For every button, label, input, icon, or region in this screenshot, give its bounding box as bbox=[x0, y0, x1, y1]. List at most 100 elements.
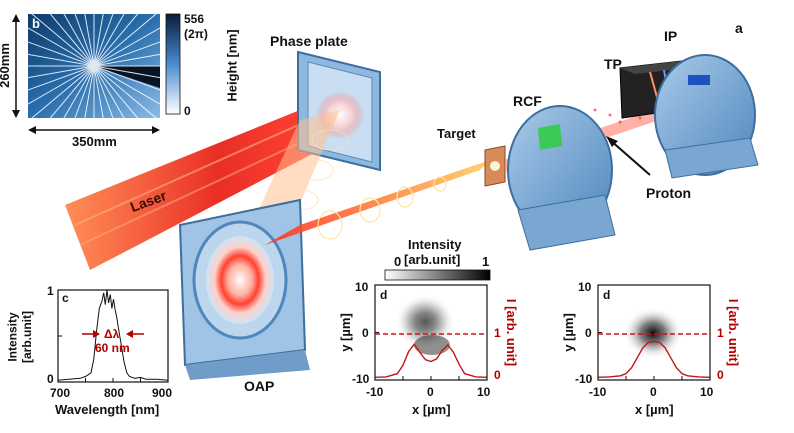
colorbar-min: 0 bbox=[184, 104, 191, 118]
phase-ray bbox=[93, 65, 125, 118]
dr-right-tick-0: 0 bbox=[717, 368, 724, 382]
oap-label: OAP bbox=[244, 378, 275, 394]
phase-ray bbox=[93, 65, 160, 79]
phase-ray bbox=[93, 14, 157, 67]
oap-mirror bbox=[178, 198, 310, 380]
intensity-min: 0 bbox=[394, 254, 402, 269]
phase-plate-label: Phase plate bbox=[270, 33, 348, 49]
spectrum-xlabel: Wavelength [nm] bbox=[55, 402, 160, 417]
phase-ray bbox=[31, 65, 95, 118]
intensity-max: 1 bbox=[482, 254, 490, 269]
dr-ytick-10: 10 bbox=[578, 280, 592, 294]
dr-right-tick-1: 1 bbox=[717, 326, 724, 340]
dr-xlabel: x [µm] bbox=[635, 402, 674, 417]
setup-illustration bbox=[65, 50, 759, 380]
proton-label: Proton bbox=[646, 185, 692, 201]
colorbar-max-sub: (2π) bbox=[184, 27, 208, 41]
dr-right-label: I [arb. unit] bbox=[726, 298, 742, 367]
spectrum-ytick-1: 1 bbox=[47, 284, 54, 298]
phase-ray bbox=[93, 53, 160, 67]
rcf-detector bbox=[507, 105, 616, 251]
ip-detector bbox=[654, 54, 759, 179]
dl-right-label: I [arb. unit] bbox=[504, 298, 520, 367]
tp-label: TP bbox=[604, 56, 622, 72]
panel-c-letter: c bbox=[62, 291, 69, 305]
dl-right-tick-1: 1 bbox=[494, 326, 501, 340]
phase-ray bbox=[84, 65, 95, 118]
phase-ray bbox=[28, 41, 95, 67]
fwhm-value: 60 nm bbox=[95, 341, 130, 355]
phase-ray bbox=[84, 14, 95, 67]
phase-ray bbox=[93, 65, 157, 118]
phase-ray bbox=[93, 65, 160, 105]
phase-ray bbox=[93, 14, 125, 67]
colorbar-max: 556 bbox=[184, 12, 205, 26]
dr-xtick-10: 10 bbox=[700, 385, 714, 399]
phase-ray bbox=[93, 65, 160, 91]
dimension-height: 260mm bbox=[0, 43, 12, 88]
rcf-label: RCF bbox=[513, 93, 542, 109]
ip-label: IP bbox=[664, 28, 678, 44]
target-foil bbox=[484, 145, 506, 187]
dr-ytick-m10: -10 bbox=[575, 372, 593, 386]
spectrum-ylabel-1: Intensity bbox=[5, 312, 20, 362]
dr-xtick-0: 0 bbox=[650, 385, 657, 399]
phase-ray bbox=[49, 14, 95, 67]
dimension-width: 350mm bbox=[72, 134, 117, 149]
dl-xtick-0: 0 bbox=[427, 385, 434, 399]
panel-c bbox=[57, 289, 169, 383]
phase-ray bbox=[28, 65, 95, 79]
dl-ytick-m10: -10 bbox=[352, 372, 370, 386]
phase-ray bbox=[28, 27, 95, 67]
panel-d-right-letter: d bbox=[603, 288, 611, 302]
dl-right-tick-0: 0 bbox=[494, 368, 501, 382]
dl-ytick-0: 0 bbox=[362, 326, 369, 340]
intensity-title-1: Intensity bbox=[408, 237, 462, 252]
dr-xtick-m10: -10 bbox=[589, 385, 607, 399]
phase-ray bbox=[93, 65, 139, 118]
phase-ray bbox=[93, 14, 114, 67]
proton-arrow bbox=[609, 139, 651, 176]
profile-line-right bbox=[597, 340, 711, 378]
panel-d-right bbox=[597, 284, 711, 381]
dl-ytick-10: 10 bbox=[355, 280, 369, 294]
phase-ray bbox=[93, 41, 160, 67]
phase-ray bbox=[93, 14, 104, 67]
phase-ray bbox=[93, 65, 104, 118]
phase-ray bbox=[93, 14, 139, 67]
spectrum-ylabel-2: [arb.unit] bbox=[20, 311, 34, 363]
phase-ray bbox=[31, 14, 95, 67]
dl-xlabel: x [µm] bbox=[412, 402, 451, 417]
spectrum-ytick-0: 0 bbox=[47, 372, 54, 386]
phase-ray bbox=[28, 65, 95, 91]
spectrum-xtick-700: 700 bbox=[50, 386, 71, 400]
phase-ray bbox=[74, 65, 95, 118]
intensity-title-2: [arb.unit] bbox=[404, 252, 461, 267]
panel-d-left bbox=[374, 284, 488, 381]
target-label: Target bbox=[437, 126, 476, 141]
spectrum-xtick-800: 800 bbox=[104, 386, 125, 400]
panel-b-letter: b bbox=[32, 16, 40, 31]
phase-ray bbox=[93, 27, 160, 67]
panel-a-letter: a bbox=[735, 20, 743, 36]
phase-ray bbox=[74, 14, 95, 67]
dr-ytick-0: 0 bbox=[585, 326, 592, 340]
panel-d-left-letter: d bbox=[380, 288, 388, 302]
spectrum-xtick-900: 900 bbox=[152, 386, 173, 400]
intensity-colorbar bbox=[384, 269, 491, 281]
phase-ray bbox=[28, 65, 95, 105]
dl-xtick-10: 10 bbox=[477, 385, 491, 399]
height-colorbar bbox=[165, 13, 181, 115]
dl-ylabel: y [µm] bbox=[337, 313, 353, 352]
phase-ray bbox=[28, 53, 95, 67]
profile-line-left bbox=[374, 343, 488, 378]
dr-ylabel: y [µm] bbox=[560, 313, 576, 352]
colorbar-title: Height [nm] bbox=[224, 29, 240, 102]
phase-ray bbox=[63, 65, 95, 118]
fwhm-symbol: Δλ bbox=[104, 327, 120, 341]
dl-xtick-m10: -10 bbox=[366, 385, 384, 399]
phase-ray bbox=[49, 65, 95, 118]
spectrum-line bbox=[57, 289, 169, 381]
